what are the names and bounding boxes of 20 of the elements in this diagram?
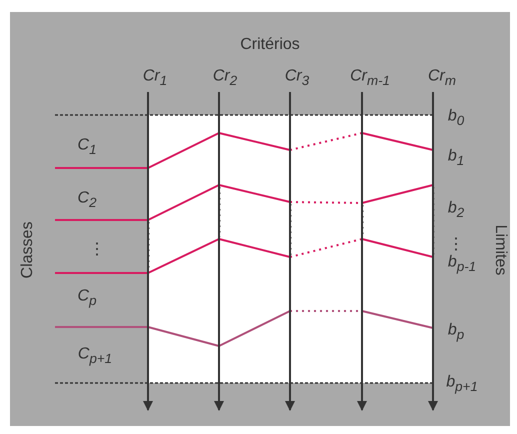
- ellipsis: ⋮: [448, 237, 464, 253]
- ellipsis: ⋮: [89, 242, 105, 258]
- limit-label: b$_{0}$: [448, 108, 464, 128]
- criterion-label: Cr$_{3}$: [284, 68, 310, 88]
- criterion-label: Cr$_{m}$: [428, 68, 456, 88]
- limit-label: b$_{p-1}$: [448, 254, 476, 274]
- limit-label: b$_{p+1}$: [446, 374, 478, 394]
- limit-label: b$_{p}$: [448, 322, 464, 342]
- class-label: C$_{1}$: [78, 138, 96, 156]
- criterion-label: Cr$_{m-1}$: [350, 68, 390, 88]
- axis-title: Critérios: [240, 37, 300, 53]
- class-label: C$_{p+1}$: [78, 346, 112, 366]
- criterion-label: Cr$_{1}$: [142, 68, 168, 88]
- axis-title: Limites: [492, 224, 508, 276]
- limit-label: b$_{1}$: [448, 148, 464, 168]
- limit-label: b$_{2}$: [448, 200, 464, 220]
- axis-title: Classes: [20, 222, 36, 278]
- criterion-label: Cr$_{2}$: [212, 68, 238, 88]
- class-label: C$_{2}$: [78, 190, 96, 210]
- class-label: C$_{p}$: [78, 288, 96, 308]
